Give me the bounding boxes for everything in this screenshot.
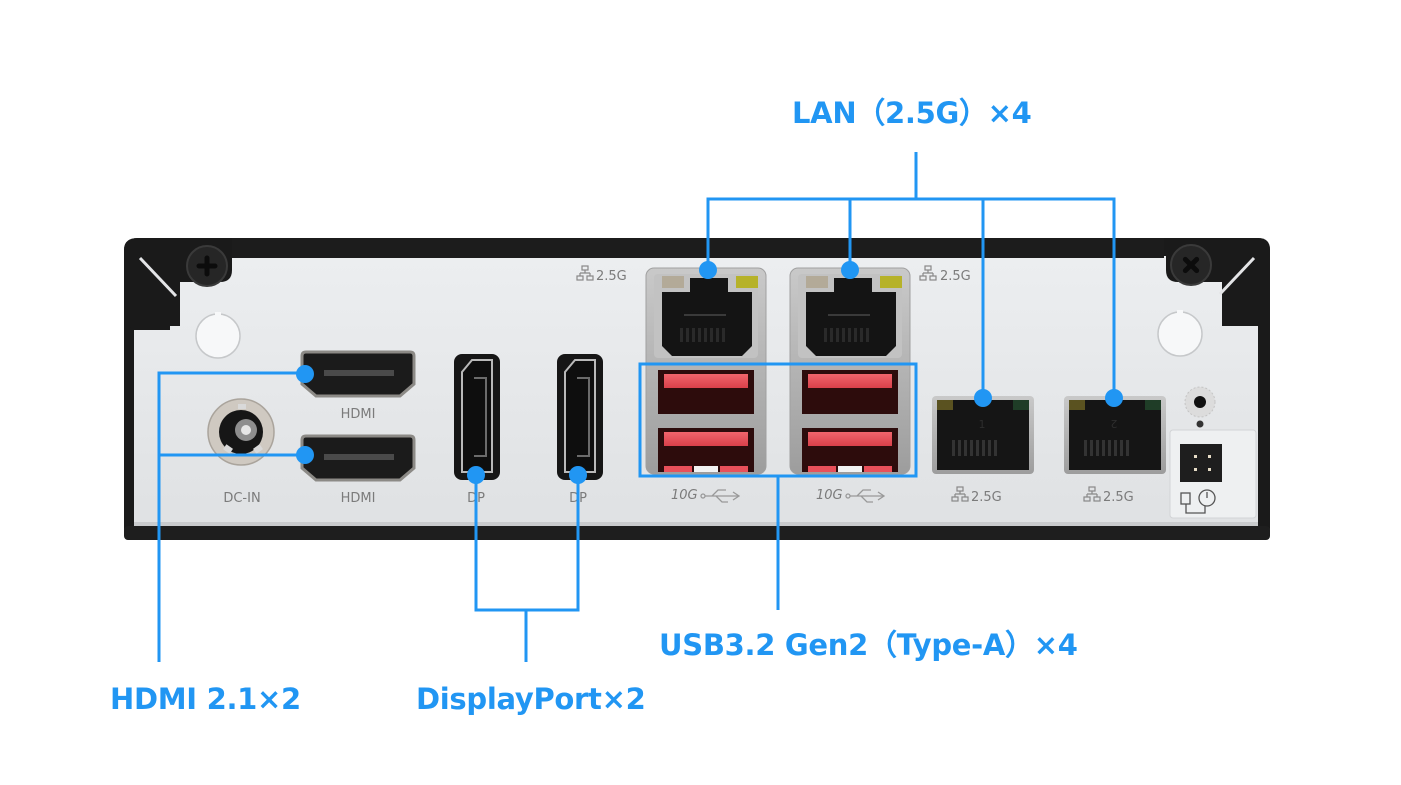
callout-dots [296, 261, 1123, 484]
phillips-screw-icon [186, 245, 228, 287]
phillips-screw-icon [1170, 244, 1212, 286]
usb-trident-icon [700, 489, 741, 503]
hdmi-port-top [300, 350, 416, 398]
dp-callout-line [474, 476, 580, 662]
callout-lines [157, 152, 1116, 662]
hdmi-bottom-label: HDMI [341, 491, 376, 506]
displayport-1 [454, 354, 500, 480]
mounting-hole-right [1157, 310, 1203, 357]
lan-usb-stack-2 [789, 267, 911, 475]
hdmi-callout-label: HDMI 2.1×2 [110, 682, 301, 716]
usb-callout-label: USB3.2 Gen2（Type-A）×4 [659, 628, 1078, 662]
dp-callout-dot [569, 466, 587, 484]
dp-callout-dot [467, 466, 485, 484]
dc-in-label: DC-IN [223, 491, 260, 506]
hdmi-callout-dot [296, 365, 314, 383]
lan-top-right-speed-label: 2.5G [940, 269, 971, 284]
lan-bottom-1-speed-label: 2.5G [971, 490, 1002, 505]
power-button[interactable] [1169, 429, 1257, 519]
network-icon [919, 265, 937, 281]
lan-callout-line [706, 152, 1116, 397]
dc-in-jack [207, 398, 275, 466]
power-icon [1180, 489, 1216, 514]
lan-callout-dot [841, 261, 859, 279]
hdmi-top-label: HDMI [341, 407, 376, 422]
lan-port-number-1: 1 [979, 418, 986, 431]
lan-port-1: 1 [932, 396, 1034, 474]
lan-port-2: 2 [1064, 396, 1166, 474]
hdmi-callout-line [157, 371, 305, 662]
usb-speed-label-2: 10G [816, 488, 843, 503]
usb-speed-label-1: 10G [671, 488, 698, 503]
network-icon [951, 486, 969, 502]
usb-trident-icon [845, 489, 886, 503]
network-icon [576, 265, 594, 281]
lan-port-number-2: 2 [1111, 417, 1118, 430]
lan-callout-dot [974, 389, 992, 407]
cmos-reset-hole [1184, 386, 1216, 428]
lan-bottom-2-speed-label: 2.5G [1103, 490, 1134, 505]
hdmi-callout-dot [296, 446, 314, 464]
lan-top-left-speed-label: 2.5G [596, 269, 627, 284]
lan-callout-dot [1105, 389, 1123, 407]
displayport-callout-label: DisplayPort×2 [416, 682, 646, 716]
lan-callout-label: LAN（2.5G）×4 [792, 96, 1032, 130]
lan-usb-stack-1 [645, 267, 767, 475]
hdmi-port-bottom [300, 434, 416, 482]
mounting-hole-left [195, 312, 241, 359]
displayport-2 [557, 354, 603, 480]
lan-callout-dot [699, 261, 717, 279]
network-icon [1083, 486, 1101, 502]
